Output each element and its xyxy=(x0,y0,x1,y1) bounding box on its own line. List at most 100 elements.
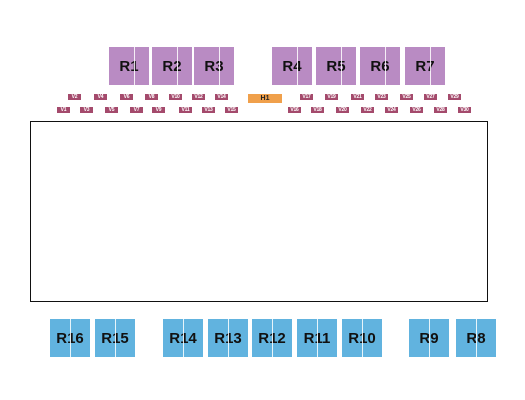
section-v19[interactable]: V19 xyxy=(325,94,338,100)
section-v26[interactable]: V26 xyxy=(410,107,423,113)
section-v27[interactable]: V27 xyxy=(424,94,437,100)
section-divider xyxy=(476,319,477,357)
section-v2[interactable]: V2 xyxy=(68,94,81,100)
section-v7-label: V7 xyxy=(133,107,140,113)
section-divider xyxy=(341,47,342,85)
section-r5[interactable]: R5 xyxy=(316,47,356,85)
section-v1-label: V1 xyxy=(60,107,67,113)
section-v15[interactable]: V15 xyxy=(225,107,238,113)
section-v3[interactable]: V3 xyxy=(80,107,93,113)
section-r11[interactable]: R11 xyxy=(297,319,337,357)
section-divider xyxy=(115,319,116,357)
section-divider xyxy=(219,47,220,85)
section-r9[interactable]: R9 xyxy=(409,319,449,357)
section-v5-label: V5 xyxy=(108,107,115,113)
section-v13-label: V13 xyxy=(204,107,213,113)
section-v18[interactable]: V18 xyxy=(311,107,324,113)
section-v7[interactable]: V7 xyxy=(130,107,143,113)
section-r13[interactable]: R13 xyxy=(208,319,248,357)
section-v23[interactable]: V23 xyxy=(375,94,388,100)
section-v25-label: V25 xyxy=(402,94,411,100)
section-v6[interactable]: V6 xyxy=(120,94,133,100)
section-v26-label: V26 xyxy=(412,107,421,113)
section-v27-label: V27 xyxy=(426,94,435,100)
section-v22-label: V22 xyxy=(363,107,372,113)
section-r16[interactable]: R16 xyxy=(50,319,90,357)
section-v4-label: V4 xyxy=(97,94,104,100)
section-r1[interactable]: R1 xyxy=(109,47,149,85)
section-r4[interactable]: R4 xyxy=(272,47,312,85)
section-v16-label: V16 xyxy=(290,107,299,113)
section-r6-label: R6 xyxy=(370,57,390,75)
section-v8[interactable]: V8 xyxy=(145,94,158,100)
section-divider xyxy=(70,319,71,357)
floor-area xyxy=(30,121,488,302)
section-v2-label: V2 xyxy=(71,94,78,100)
section-v4[interactable]: V4 xyxy=(94,94,107,100)
section-r12[interactable]: R12 xyxy=(252,319,292,357)
section-r14[interactable]: R14 xyxy=(163,319,203,357)
section-r3[interactable]: R3 xyxy=(194,47,234,85)
section-v5[interactable]: V5 xyxy=(105,107,118,113)
section-r7[interactable]: R7 xyxy=(405,47,445,85)
section-v20[interactable]: V20 xyxy=(336,107,349,113)
section-divider xyxy=(134,47,135,85)
section-v19-label: V19 xyxy=(327,94,336,100)
section-v11-label: V11 xyxy=(181,107,190,113)
section-v18-label: V18 xyxy=(313,107,322,113)
section-v23-label: V23 xyxy=(377,94,386,100)
section-r10[interactable]: R10 xyxy=(342,319,382,357)
section-v10-label: V10 xyxy=(171,94,180,100)
section-v1[interactable]: V1 xyxy=(57,107,70,113)
section-v29-label: V29 xyxy=(450,94,459,100)
section-v30-label: V30 xyxy=(460,107,469,113)
section-r3-label: R3 xyxy=(204,57,224,75)
section-v16[interactable]: V16 xyxy=(288,107,301,113)
section-v28-label: V28 xyxy=(436,107,445,113)
section-v30[interactable]: V30 xyxy=(458,107,471,113)
section-divider xyxy=(362,319,363,357)
section-v24-label: V24 xyxy=(387,107,396,113)
section-v13[interactable]: V13 xyxy=(202,107,215,113)
section-v8-label: V8 xyxy=(148,94,155,100)
section-v15-label: V15 xyxy=(227,107,236,113)
section-v10[interactable]: V10 xyxy=(169,94,182,100)
section-h1-label: H1 xyxy=(260,95,270,102)
section-r6[interactable]: R6 xyxy=(360,47,400,85)
section-r1-label: R1 xyxy=(119,57,139,75)
section-v21[interactable]: V21 xyxy=(351,94,364,100)
section-divider xyxy=(297,47,298,85)
section-v22[interactable]: V22 xyxy=(361,107,374,113)
section-r7-label: R7 xyxy=(415,57,435,75)
section-v24[interactable]: V24 xyxy=(385,107,398,113)
section-r5-label: R5 xyxy=(326,57,346,75)
section-r11-label: R11 xyxy=(303,329,331,347)
section-v25[interactable]: V25 xyxy=(400,94,413,100)
section-divider xyxy=(317,319,318,357)
section-v20-label: V20 xyxy=(338,107,347,113)
section-h1[interactable]: H1 xyxy=(248,94,282,103)
section-divider xyxy=(228,319,229,357)
section-r8[interactable]: R8 xyxy=(456,319,496,357)
section-v14-label: V14 xyxy=(217,94,226,100)
section-r2[interactable]: R2 xyxy=(152,47,192,85)
section-v9[interactable]: V9 xyxy=(152,107,165,113)
section-r2-label: R2 xyxy=(162,57,182,75)
section-v17[interactable]: V17 xyxy=(300,94,313,100)
section-v17-label: V17 xyxy=(302,94,311,100)
section-v28[interactable]: V28 xyxy=(434,107,447,113)
section-v6-label: V6 xyxy=(123,94,130,100)
section-r4-label: R4 xyxy=(282,57,302,75)
section-v12[interactable]: V12 xyxy=(192,94,205,100)
section-v12-label: V12 xyxy=(194,94,203,100)
section-v21-label: V21 xyxy=(353,94,362,100)
section-divider xyxy=(272,319,273,357)
section-divider xyxy=(183,319,184,357)
section-v14[interactable]: V14 xyxy=(215,94,228,100)
section-divider xyxy=(429,319,430,357)
section-r15[interactable]: R15 xyxy=(95,319,135,357)
section-v11[interactable]: V11 xyxy=(179,107,192,113)
section-divider xyxy=(430,47,431,85)
section-v29[interactable]: V29 xyxy=(448,94,461,100)
section-v9-label: V9 xyxy=(155,107,162,113)
